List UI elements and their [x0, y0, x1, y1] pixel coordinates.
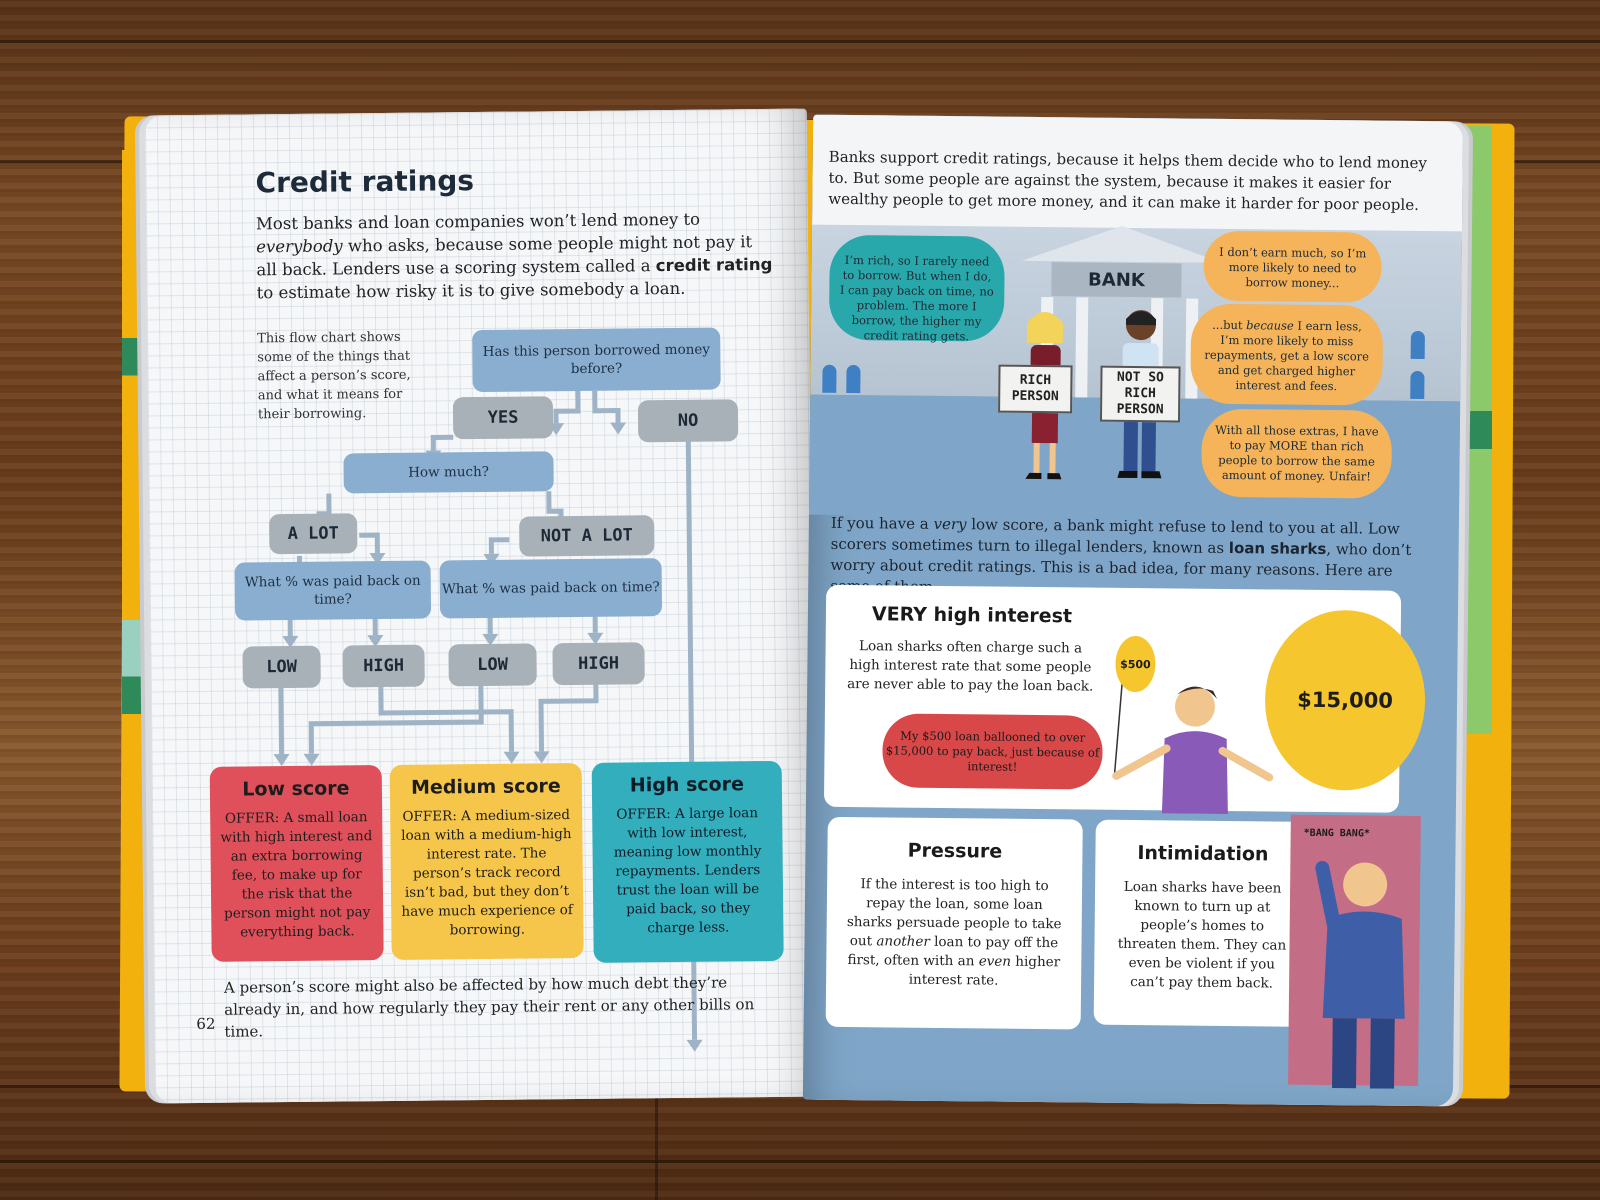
flow-not-a-lot: NOT A LOT	[519, 515, 655, 557]
borrower-speech-bubble: My $500 loan ballooned to over $15,000 t…	[882, 713, 1103, 790]
window	[1410, 330, 1425, 360]
pressure-heading: Pressure	[907, 839, 1003, 863]
plank-seam	[0, 40, 1600, 43]
poor-person-sign: NOT SO RICH PERSON	[1099, 365, 1181, 423]
outcome-high-score: High score OFFER: A large loan with low …	[591, 760, 784, 963]
window	[846, 364, 861, 394]
bank-sign: BANK	[1051, 262, 1182, 298]
poor-speech-bubble-2: ...but because I earn less, I’m more lik…	[1190, 303, 1384, 406]
big-balloon: $15,000	[1264, 609, 1427, 792]
interest-heading: VERY high interest	[871, 603, 1073, 628]
plank-seam	[655, 1085, 658, 1200]
outcome-low-score: Low score OFFER: A small loan with high …	[209, 765, 384, 962]
flow-high-a: HIGH	[342, 644, 425, 688]
footnote-paragraph: A person’s score might also be affected …	[223, 973, 755, 1041]
page-number: 62	[196, 1014, 216, 1034]
left-page: Credit ratings Most banks and loan compa…	[144, 108, 818, 1104]
flow-low-b: LOW	[448, 643, 537, 687]
borrower-figure	[1112, 667, 1274, 815]
door-knock-text: *BANG BANG*	[1303, 827, 1370, 840]
flow-yes: YES	[452, 396, 554, 440]
intimidation-card: Intimidation Loan sharks have been known…	[1093, 819, 1311, 1027]
flow-question-borrowed-before: Has this person borrowed money before?	[472, 327, 721, 393]
pressure-card: Pressure If the interest is too high to …	[825, 816, 1083, 1030]
plank-seam	[0, 1160, 1600, 1163]
rich-person-sign: RICH PERSON	[998, 364, 1073, 414]
intimidation-text: Loan sharks have been known to turn up a…	[1117, 878, 1287, 992]
very-high-interest-card: VERY high interest Loan sharks often cha…	[823, 584, 1427, 815]
rich-speech-bubble: I’m rich, so I rarely need to borrow. Bu…	[828, 234, 1005, 343]
flow-question-paid-back-b: What % was paid back on time?	[439, 558, 663, 619]
poor-speech-bubble-3: With all those extras, I have to pay MOR…	[1201, 408, 1393, 499]
poor-speech-bubble-1: I don’t earn much, so I’m more likely to…	[1203, 230, 1382, 303]
pressure-text: If the interest is too high to repay the…	[846, 876, 1062, 989]
intimidating-man-figure	[1315, 860, 1405, 1089]
outcome-medium-heading: Medium score	[410, 775, 561, 799]
intimidation-heading: Intimidation	[1137, 842, 1269, 866]
interest-text: Loan sharks often charge such a high int…	[847, 638, 1094, 695]
flow-low-a: LOW	[242, 645, 321, 689]
right-page: Banks support credit ratings, because it…	[802, 114, 1464, 1107]
flow-high-b: HIGH	[552, 642, 645, 686]
outcome-medium-score: Medium score OFFER: A medium-sized loan …	[389, 762, 584, 960]
outcome-high-text: OFFER: A large loan with low interest, m…	[613, 805, 762, 937]
flow-no: NO	[637, 399, 739, 443]
outcome-medium-text: OFFER: A medium-sized loan with a medium…	[401, 807, 573, 939]
flow-question-paid-back-a: What % was paid back on time?	[234, 560, 432, 621]
window	[822, 364, 837, 393]
flow-a-lot: A LOT	[269, 513, 358, 555]
outcome-low-text: OFFER: A small loan with high interest a…	[220, 809, 373, 941]
outcome-high-heading: High score	[629, 773, 745, 797]
right-intro-paragraph: Banks support credit ratings, because it…	[828, 147, 1428, 214]
window	[1410, 370, 1425, 400]
flow-question-how-much: How much?	[343, 451, 554, 494]
outcome-low-heading: Low score	[242, 777, 350, 801]
